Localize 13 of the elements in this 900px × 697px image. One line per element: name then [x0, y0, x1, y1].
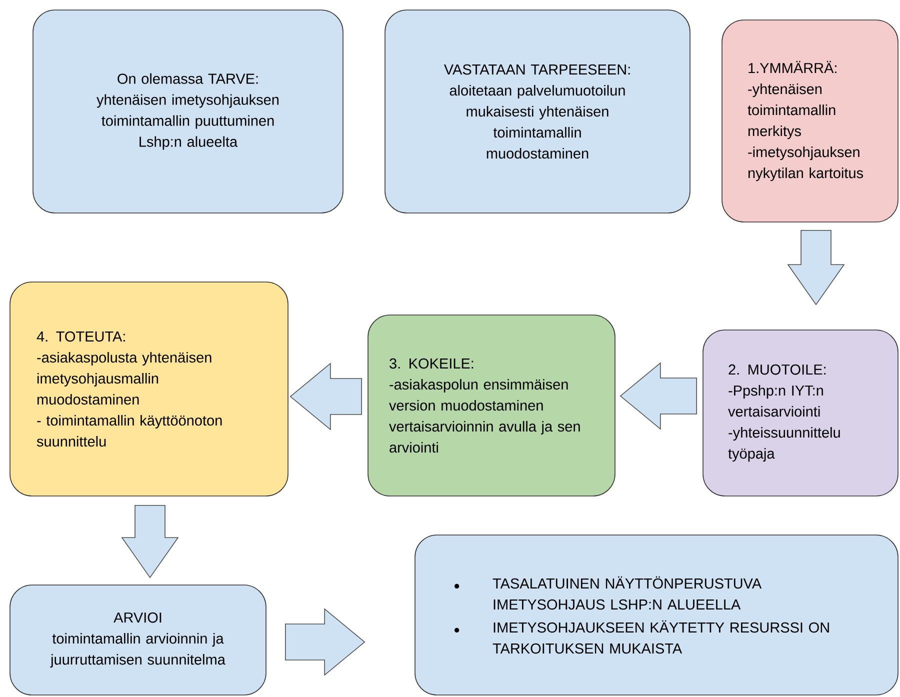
block-arrow [121, 505, 179, 578]
process-box: 2. MUOTOILE: -Ppshp:n IYT:n vertaisarviointi -yhteissuunnittelu työpaja [702, 330, 898, 496]
process-box: 4. TOTEUTA: -asiakaspolusta yhtenäisen imetysohjausmallin muodostaminen - toimintamallin käyttöönoton suunnittelu [10, 282, 288, 496]
process-box: On olemassa TARVE: yhtenäisen imetysohjauksen toimintamallin puuttuminen Lshp:n alueelta [32, 10, 344, 214]
process-box: VASTATAAN TARPEESEEN: aloitetaan palvelumuotoilun mukaisesti yhtenäisen toimintamallin muodostaminen [384, 10, 690, 214]
block-arrow [285, 608, 366, 676]
process-box: ARVIOI toimintamallin arvioinnin ja juurruttamisen suunnitelma [10, 584, 266, 696]
block-arrow [290, 362, 362, 430]
process-box: 1.YMMÄRRÄ: -yhtenäisen toimintamallin merkitys -imetysohjauksen nykytilan kartoitus [722, 20, 898, 222]
process-box: 3. KOKEILE: -asiakaspolun ensimmäisen version muodostaminen vertaisarvioinnin avulla ja sen arviointi [368, 314, 616, 496]
outcome-box: TASALATUINEN NÄYTTÖNPERUSTUVA IMETYSOHJAUS LSHP:N ALUEELLA IMETYSOHJAUKSEEN KÄYTETTY RESURSSI ON TARKOITUKSEN MUKAISTA [414, 534, 898, 696]
block-arrow [787, 230, 845, 306]
block-arrow [620, 362, 697, 430]
